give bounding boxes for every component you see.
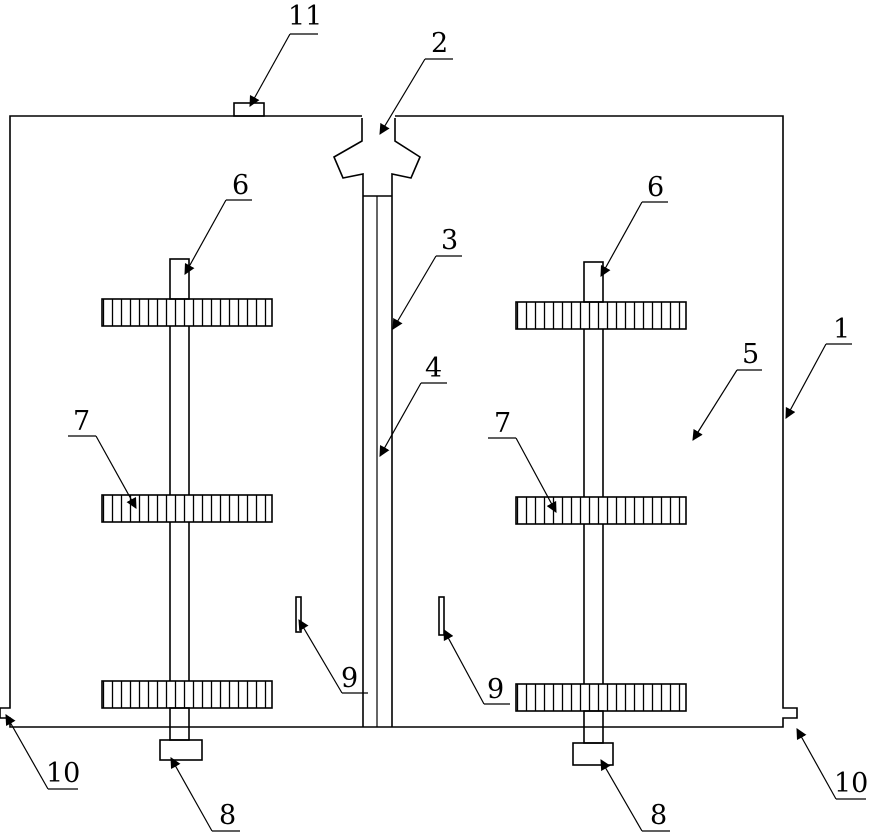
label-10-left: 10 <box>46 758 80 789</box>
right-paddle-middle <box>515 496 687 525</box>
left-paddle-top <box>101 298 273 327</box>
y-inlet <box>332 118 422 197</box>
label-1: 1 <box>833 314 850 345</box>
label-10-right: 10 <box>834 768 868 799</box>
right-stirrer <box>515 261 687 766</box>
label-6-left: 6 <box>232 170 249 201</box>
right-motor <box>572 742 614 766</box>
label-5: 5 <box>742 339 759 370</box>
left-motor <box>159 739 203 761</box>
label-4: 4 <box>425 353 442 384</box>
top-fitting <box>233 102 265 117</box>
label-8-right: 8 <box>650 800 667 831</box>
label-9-left: 9 <box>341 663 358 694</box>
part-labels: 11 2 6 6 3 1 5 4 7 7 9 9 10 10 8 8 <box>46 1 868 831</box>
right-paddle-top <box>515 301 687 330</box>
label-8-left: 8 <box>219 800 236 831</box>
right-paddle-bottom <box>515 683 687 712</box>
leader-lines <box>5 33 866 832</box>
label-2: 2 <box>431 28 448 59</box>
tank-body <box>0 115 798 728</box>
label-3: 3 <box>441 225 458 256</box>
left-baffle <box>295 596 302 633</box>
central-partition <box>362 196 393 727</box>
left-paddle-middle <box>101 494 273 523</box>
label-7-left: 7 <box>73 406 90 437</box>
right-baffle <box>438 596 445 636</box>
label-7-right: 7 <box>494 408 511 439</box>
label-11: 11 <box>288 1 322 32</box>
left-paddle-bottom <box>101 680 273 709</box>
left-stirrer <box>101 258 273 761</box>
label-6-right: 6 <box>647 172 664 203</box>
label-9-right: 9 <box>487 674 504 705</box>
